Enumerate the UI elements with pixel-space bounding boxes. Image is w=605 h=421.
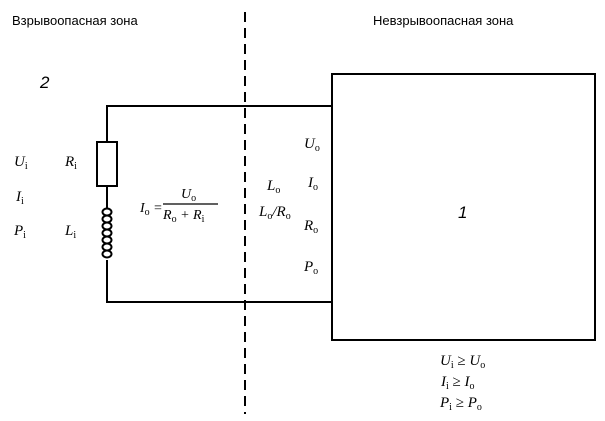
condition-current: Ii ≥ Io bbox=[440, 374, 475, 392]
param-uo: Uo bbox=[304, 136, 320, 154]
safe-zone-title: Невзрывоопасная зона bbox=[373, 13, 514, 28]
inductor-label: Li bbox=[64, 223, 76, 241]
field-device-number: 2 bbox=[39, 73, 50, 92]
hazardous-zone-title: Взрывоопасная зона bbox=[12, 13, 138, 28]
cable-lr-ratio: Lo/Ro bbox=[258, 204, 291, 222]
associated-apparatus-number: 1 bbox=[458, 203, 467, 222]
inductor-coil bbox=[101, 207, 113, 259]
cable-inductance: Lo bbox=[266, 178, 280, 196]
bottom-wire bbox=[106, 260, 332, 303]
param-io: Io bbox=[307, 175, 318, 193]
formula-lhs: Io = bbox=[139, 201, 163, 218]
formula-numerator: Uo bbox=[181, 187, 196, 204]
param-po: Po bbox=[303, 259, 318, 277]
param-ro: Ro bbox=[303, 218, 318, 236]
resistor-label: Ri bbox=[64, 154, 77, 172]
current-formula: Io = Uo Ro + Ri bbox=[139, 187, 218, 225]
formula-denominator: Ro + Ri bbox=[162, 208, 205, 225]
condition-power: Pi ≥ Po bbox=[439, 395, 482, 413]
param-ii: Ii bbox=[15, 189, 24, 207]
resistor bbox=[96, 141, 118, 187]
param-pi: Pi bbox=[13, 223, 26, 241]
param-ui: Ui bbox=[14, 154, 28, 172]
associated-apparatus-box bbox=[331, 73, 596, 341]
top-wire bbox=[106, 105, 332, 142]
condition-voltage: Ui ≥ Uo bbox=[440, 353, 485, 371]
